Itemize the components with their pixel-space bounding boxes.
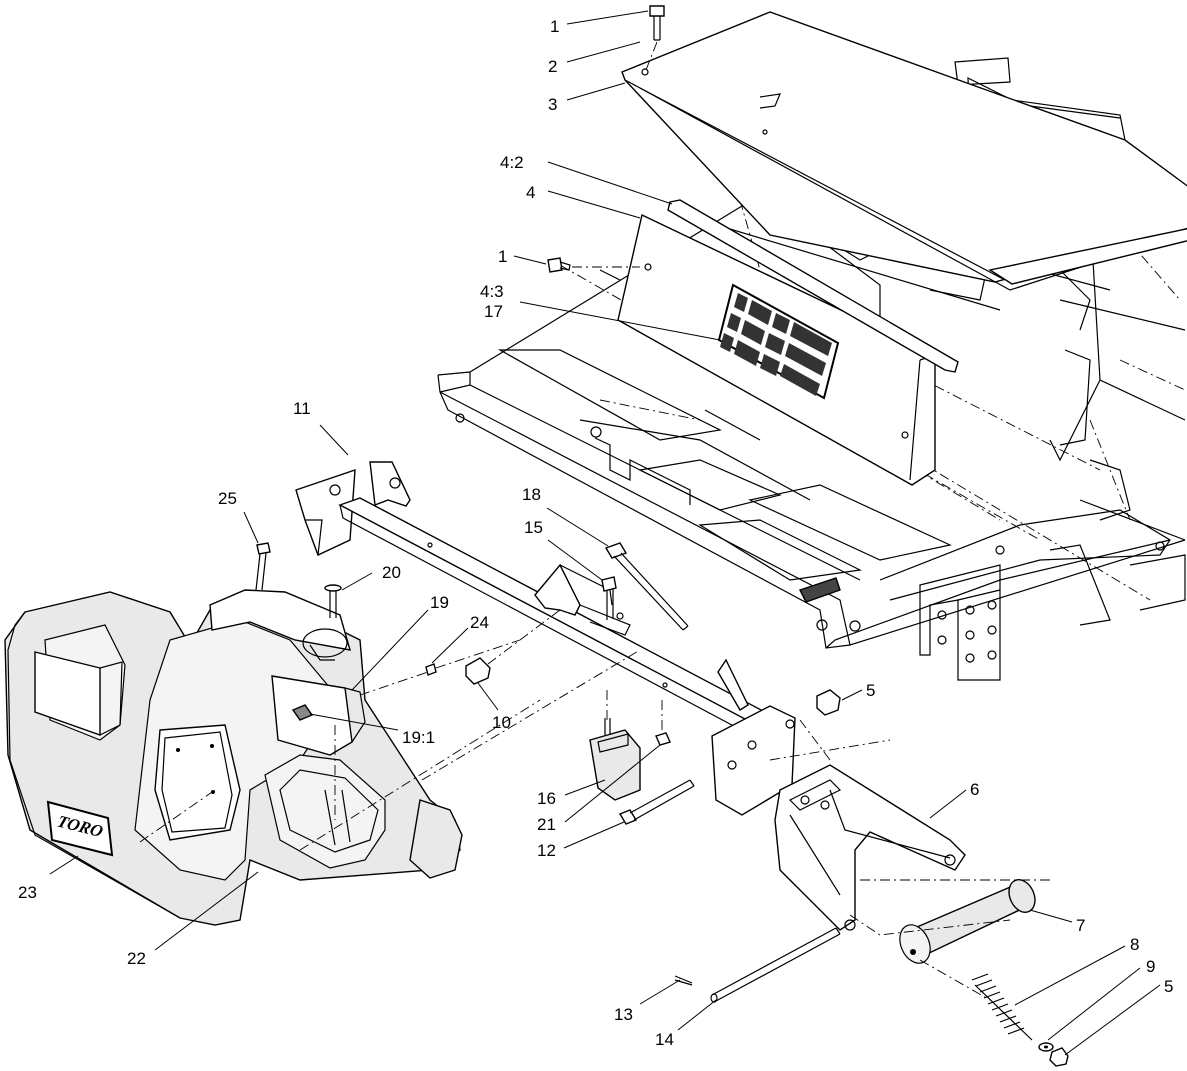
nut-5-upper	[816, 689, 841, 716]
bumper-guide-lines	[139, 639, 641, 851]
callout-13: 13	[614, 1005, 633, 1024]
rubber-bumper	[589, 690, 641, 801]
callout-15: 15	[524, 518, 543, 537]
bolt-top	[645, 5, 665, 71]
roller	[899, 879, 1036, 964]
callout-8: 8	[1130, 935, 1139, 954]
callout-25: 25	[218, 489, 237, 508]
spring	[971, 973, 1033, 1041]
long-bolt	[604, 542, 689, 631]
callout-4: 4	[526, 183, 535, 202]
callout-1-left: 1	[498, 247, 507, 266]
callout-6: 6	[970, 780, 979, 799]
callout-17: 17	[484, 302, 503, 321]
callout-23: 23	[18, 883, 37, 902]
callout-11: 11	[293, 399, 311, 418]
cotter-pin-13	[674, 975, 693, 986]
top-cover-panel	[621, 11, 1187, 291]
callout-5-upper: 5	[866, 681, 875, 700]
bolt-left	[547, 257, 640, 273]
callout-10: 10	[492, 713, 511, 732]
pin-14	[710, 927, 841, 1003]
callout-18: 18	[522, 485, 541, 504]
guide-lines	[769, 739, 1050, 1001]
callout-20: 20	[382, 563, 401, 582]
callout-9: 9	[1146, 957, 1155, 976]
callout-4-3: 4:3	[480, 282, 504, 301]
bolt-15	[601, 576, 617, 620]
nut-10	[465, 609, 561, 685]
callout-24: 24	[470, 613, 489, 632]
nut-5-lower	[1049, 1047, 1069, 1067]
callout-21: 21	[537, 815, 556, 834]
pin-12	[618, 779, 695, 825]
support-bracket	[774, 719, 966, 931]
bolt-20	[324, 584, 342, 618]
callout-1-top: 1	[550, 17, 559, 36]
leader-lines	[49, 10, 1161, 1056]
callout-12: 12	[537, 841, 556, 860]
callout-16: 16	[537, 789, 556, 808]
washer-9	[1038, 1042, 1054, 1052]
callout-3: 3	[548, 95, 557, 114]
toro-emblem: TORO	[46, 800, 114, 857]
safety-decal	[717, 283, 840, 400]
washer-24	[425, 663, 437, 676]
callout-14: 14	[655, 1030, 674, 1049]
callout-19-1: 19:1	[402, 728, 435, 747]
bolt-25	[255, 542, 271, 591]
callout-2: 2	[548, 57, 557, 76]
front-bumper	[4, 589, 463, 926]
callout-7: 7	[1076, 916, 1085, 935]
chassis-frame	[437, 57, 1186, 681]
callout-4-2: 4:2	[500, 153, 524, 172]
front-panel	[617, 199, 959, 486]
mounting-bar	[295, 461, 796, 816]
nut-21	[655, 700, 671, 746]
callout-19: 19	[430, 593, 449, 612]
callout-labels: 1 2 3 4:2 4 1 4:3 17 11 25 20 19 24 18 1…	[18, 17, 1173, 1049]
callout-5-lower: 5	[1164, 977, 1173, 996]
callout-22: 22	[127, 949, 146, 968]
